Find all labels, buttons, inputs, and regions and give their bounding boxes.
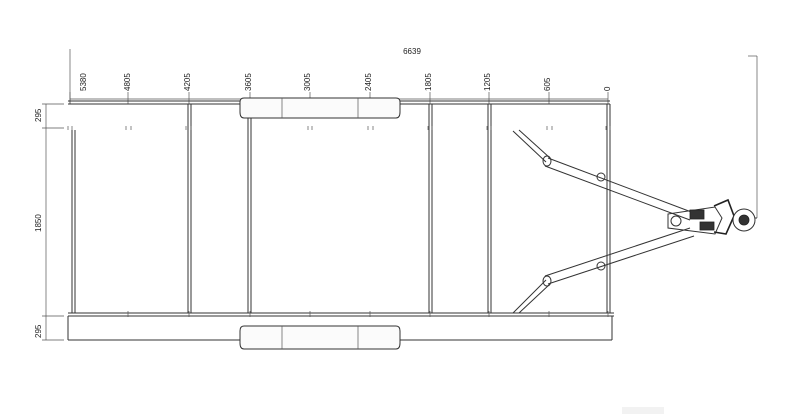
bottom-wheel (239, 325, 401, 350)
drawbar-lower-arm (544, 227, 691, 277)
station-label: 5380 (79, 73, 88, 91)
station-label: 4805 (123, 73, 132, 91)
main-frame (67, 100, 614, 341)
upper-brace-joint (542, 155, 552, 167)
station-label: 3005 (303, 73, 312, 91)
bolt-marker (307, 126, 313, 130)
coupling-block (699, 221, 715, 231)
upper-brace (518, 129, 551, 159)
station-label: 1805 (424, 73, 433, 91)
drawbar-a-frame (512, 129, 695, 314)
lower-clamp (596, 261, 606, 271)
bolt-marker (605, 126, 611, 130)
overall-length-label: 6639 (403, 47, 421, 56)
width-label-top: 295 (34, 108, 43, 122)
width-dimension-column: 295 1850 295 (34, 103, 64, 341)
station-dimension-row: 5380 4805 4205 3605 3005 2405 1805 1205 … (69, 73, 612, 104)
coupling-bolt (670, 215, 682, 227)
station-label: 605 (543, 77, 552, 91)
station-label: 3605 (244, 73, 253, 91)
drawbar-lower-arm (547, 235, 695, 285)
upper-clamp (596, 172, 606, 182)
bolt-marker (546, 126, 553, 130)
coupling-ball-center (738, 214, 750, 226)
station-label: 1205 (483, 73, 492, 91)
lower-brace-joint (542, 275, 552, 287)
scan-artifact (622, 407, 664, 414)
bolt-marker (427, 126, 433, 130)
bolt-marker (486, 126, 492, 130)
bolt-marker (185, 126, 192, 130)
lower-brace (512, 279, 547, 314)
drawbar-upper-arm (544, 165, 691, 221)
station-label: 2405 (364, 73, 373, 91)
bolt-marker (67, 126, 73, 130)
station-label: 4205 (183, 73, 192, 91)
top-wheel-assembly (239, 97, 401, 119)
width-label-bottom: 295 (34, 324, 43, 338)
bolt-marker (125, 126, 132, 130)
station-label: 0 (603, 86, 612, 91)
coupling-head (667, 198, 757, 235)
cross-members (187, 104, 611, 313)
coupling-block (689, 209, 705, 220)
top-wheel (239, 97, 401, 119)
bottom-wheel-assembly (239, 325, 401, 350)
drawbar-upper-arm (547, 157, 695, 214)
overall-length-dimension: 6639 (69, 47, 758, 218)
bolt-markers (67, 126, 611, 317)
upper-brace (512, 130, 547, 163)
lower-brace (518, 283, 551, 314)
bolt-marker (367, 126, 374, 130)
coupling-housing (667, 206, 723, 235)
bolt-marker (127, 311, 609, 317)
width-label-center: 1850 (34, 214, 43, 232)
